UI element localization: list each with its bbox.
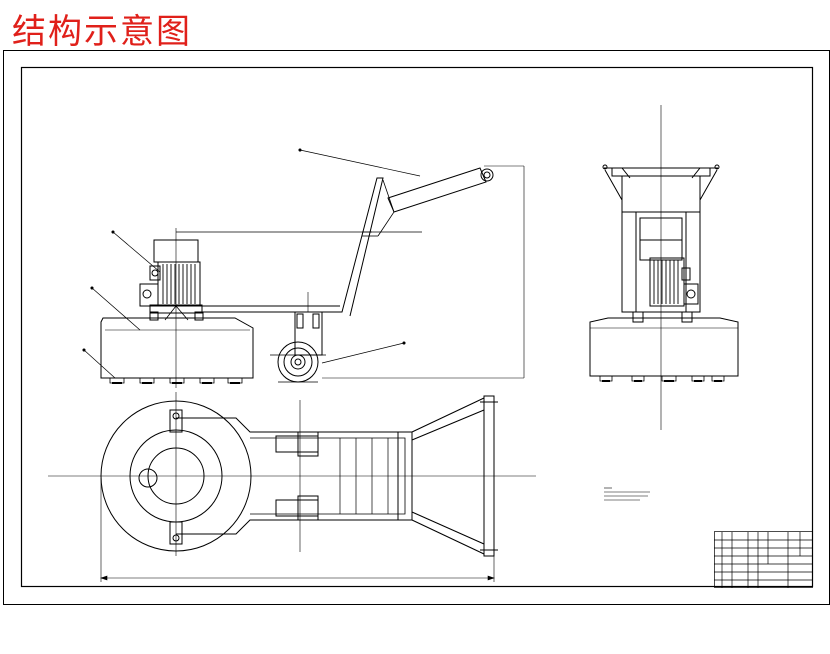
callout-leaders: [82, 148, 422, 379]
motor-fins: [162, 264, 196, 304]
handle-frame: [198, 177, 384, 317]
inner-frame: [20, 66, 814, 588]
wheel-bracket: [294, 311, 323, 356]
front-view: [82, 148, 525, 388]
side-view: [589, 105, 739, 430]
dimension-line: [100, 478, 495, 582]
cutting-disc: [100, 400, 252, 552]
handle-grip: [387, 167, 487, 213]
technical-notes: [604, 487, 650, 501]
top-view: [48, 392, 536, 582]
title-block: [714, 531, 813, 588]
page-title: 结构示意图: [12, 12, 192, 52]
base-housing: [100, 317, 254, 379]
outer-frame: [3, 50, 830, 605]
handle-bar-top-view: [483, 395, 495, 557]
